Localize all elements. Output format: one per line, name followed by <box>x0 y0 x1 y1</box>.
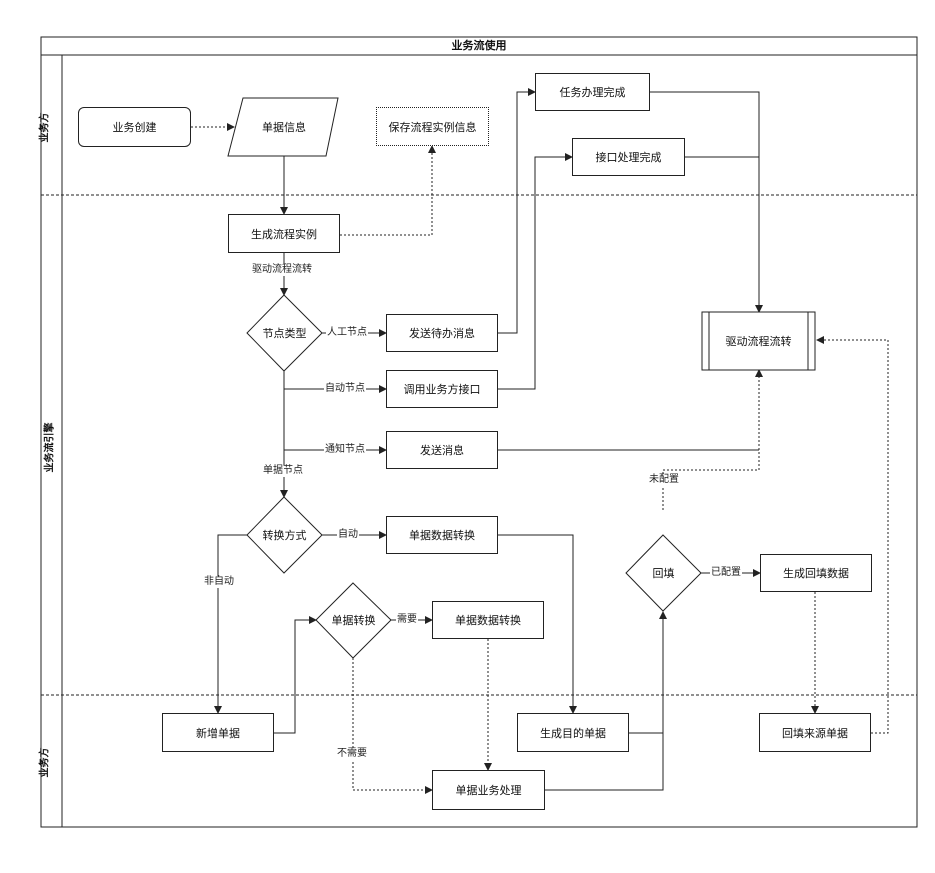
edge-label-not-need: 不需要 <box>336 748 368 760</box>
edge-label-manual: 人工节点 <box>326 327 368 339</box>
edge-source-drive <box>817 340 888 733</box>
edge-label-notify-node: 通知节点 <box>324 444 366 456</box>
edge-nodetype-sendmsg <box>284 389 386 450</box>
new-doc-node: 新增单据 <box>162 713 274 752</box>
lane-title-engine: 业务流引擎 <box>41 423 56 473</box>
lane-title-top: 业务方 <box>36 113 51 143</box>
edge-callapi-apidone <box>498 157 572 389</box>
pool-title: 业务流使用 <box>41 37 917 55</box>
edge-label-auto-node: 自动节点 <box>324 383 366 395</box>
edge-label-auto: 自动 <box>337 529 359 541</box>
doc-convert-2-node: 单据数据转换 <box>432 601 544 639</box>
edge-todo-taskdone <box>498 92 535 333</box>
edge-newdoc-transform <box>274 620 316 733</box>
convert-mode-text: 转换方式 <box>247 524 322 546</box>
edge-transform-business <box>353 654 432 790</box>
doc-info-node: 单据信息 <box>236 98 332 156</box>
doc-transform-text: 单据转换 <box>316 609 391 631</box>
task-done-node: 任务办理完成 <box>535 73 650 111</box>
send-todo-node: 发送待办消息 <box>386 314 498 352</box>
send-msg-node: 发送消息 <box>386 431 498 469</box>
edge-writeback-drive <box>663 370 759 510</box>
edge-label-drive-flow: 驱动流程流转 <box>251 264 313 276</box>
edge-taskdone-drive <box>650 92 759 312</box>
edge-target-writeback <box>629 612 663 733</box>
edge-label-doc-node: 单据节点 <box>262 465 304 477</box>
edge-label-need: 需要 <box>396 614 418 626</box>
edge-instance-save <box>340 146 432 235</box>
source-doc-node: 回填来源单据 <box>759 713 871 752</box>
writeback-text: 回填 <box>626 562 701 584</box>
save-instance-node: 保存流程实例信息 <box>376 107 489 146</box>
edge-label-configured: 已配置 <box>710 567 742 579</box>
gen-writeback-node: 生成回填数据 <box>760 554 872 592</box>
business-create-node: 业务创建 <box>78 107 191 147</box>
drive-flow-node: 驱动流程流转 <box>709 312 808 370</box>
call-api-node: 调用业务方接口 <box>386 370 498 408</box>
lane-title-bottom: 业务方 <box>36 748 51 778</box>
gen-target-node: 生成目的单据 <box>517 713 629 752</box>
doc-convert-1-node: 单据数据转换 <box>386 516 498 554</box>
edge-label-not-configured: 未配置 <box>648 474 680 486</box>
gen-instance-node: 生成流程实例 <box>228 214 340 253</box>
edge-convertmode-newdoc <box>218 535 247 713</box>
edge-label-non-auto: 非自动 <box>203 576 235 588</box>
api-done-node: 接口处理完成 <box>572 138 685 176</box>
doc-business-node: 单据业务处理 <box>432 770 545 810</box>
node-type-text: 节点类型 <box>247 322 322 344</box>
